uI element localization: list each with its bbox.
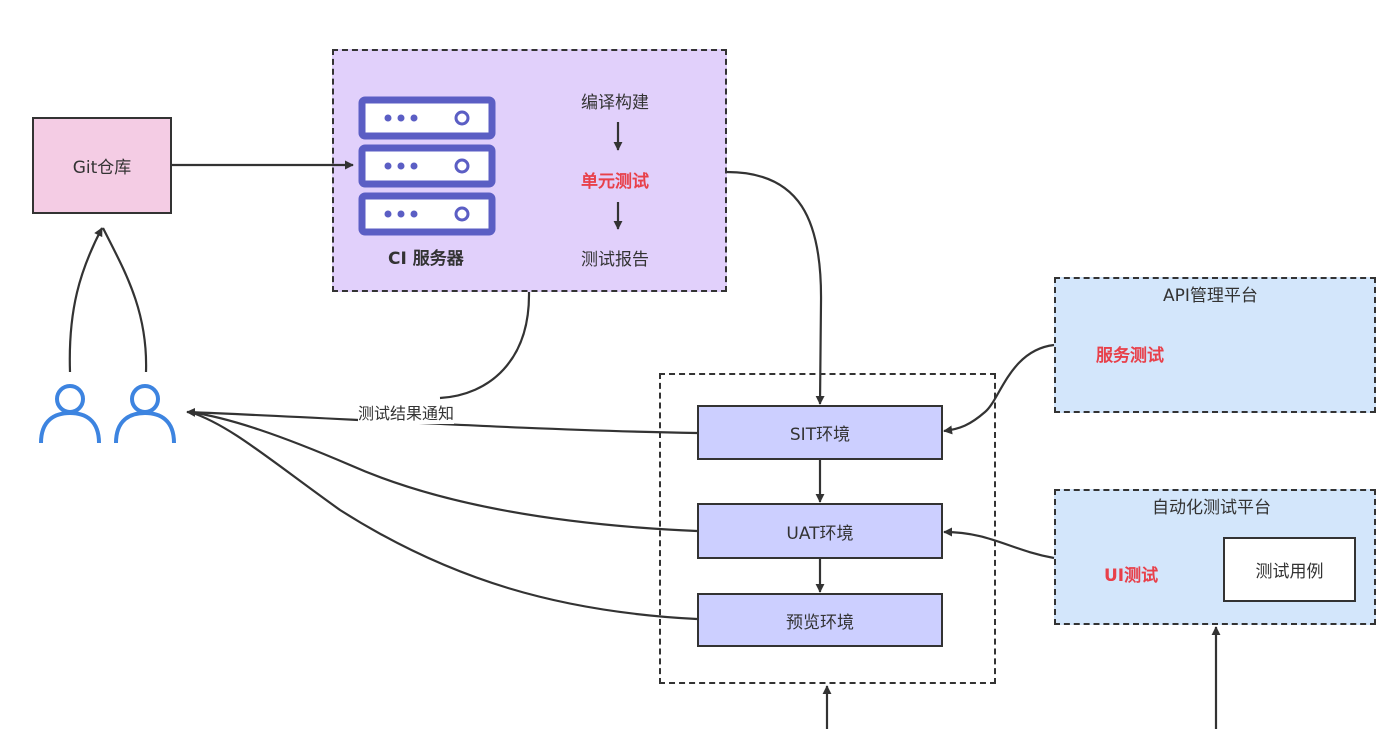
edge-ci-to-sit — [726, 170, 825, 405]
user-icon-2 — [114, 384, 176, 444]
edge-user1-to-git — [68, 227, 103, 373]
service-test-label: 服务测试 — [1096, 346, 1164, 366]
uat-env-node: UAT环境 — [697, 503, 943, 559]
preview-env-node: 预览环境 — [697, 593, 943, 647]
uat-env-label: UAT环境 — [786, 523, 854, 544]
edge-ci-notify — [439, 291, 531, 400]
edge-api-to-sit — [943, 343, 1055, 435]
sit-env-node: SIT环境 — [697, 405, 943, 460]
server-icon — [358, 96, 496, 236]
ui-test-label: UI测试 — [1104, 566, 1159, 586]
edge-user2-to-git — [102, 227, 148, 373]
sit-env-label: SIT环境 — [789, 425, 851, 445]
user-icon-1 — [39, 384, 101, 444]
build-label: 编译构建 — [581, 93, 649, 113]
git-repo-label: Git仓库 — [72, 158, 132, 178]
test-report-label: 测试报告 — [581, 250, 649, 270]
unit-test-label: 单元测试 — [581, 172, 649, 192]
preview-env-label: 预览环境 — [786, 612, 854, 633]
api-platform-node — [1054, 277, 1376, 413]
edge-uat-to-users — [189, 410, 698, 533]
test-cases-node: 测试用例 — [1223, 537, 1356, 602]
notify-edge-label: 测试结果通知 — [358, 400, 455, 424]
edge-auto-to-uat — [943, 527, 1055, 560]
api-platform-label: API管理平台 — [1163, 286, 1258, 306]
edge-preview-to-users — [189, 410, 698, 621]
ci-server-label: CI 服务器 — [388, 249, 464, 269]
auto-platform-label: 自动化测试平台 — [1152, 498, 1271, 518]
git-repo-node: Git仓库 — [32, 117, 172, 214]
test-cases-label: 测试用例 — [1255, 562, 1324, 582]
